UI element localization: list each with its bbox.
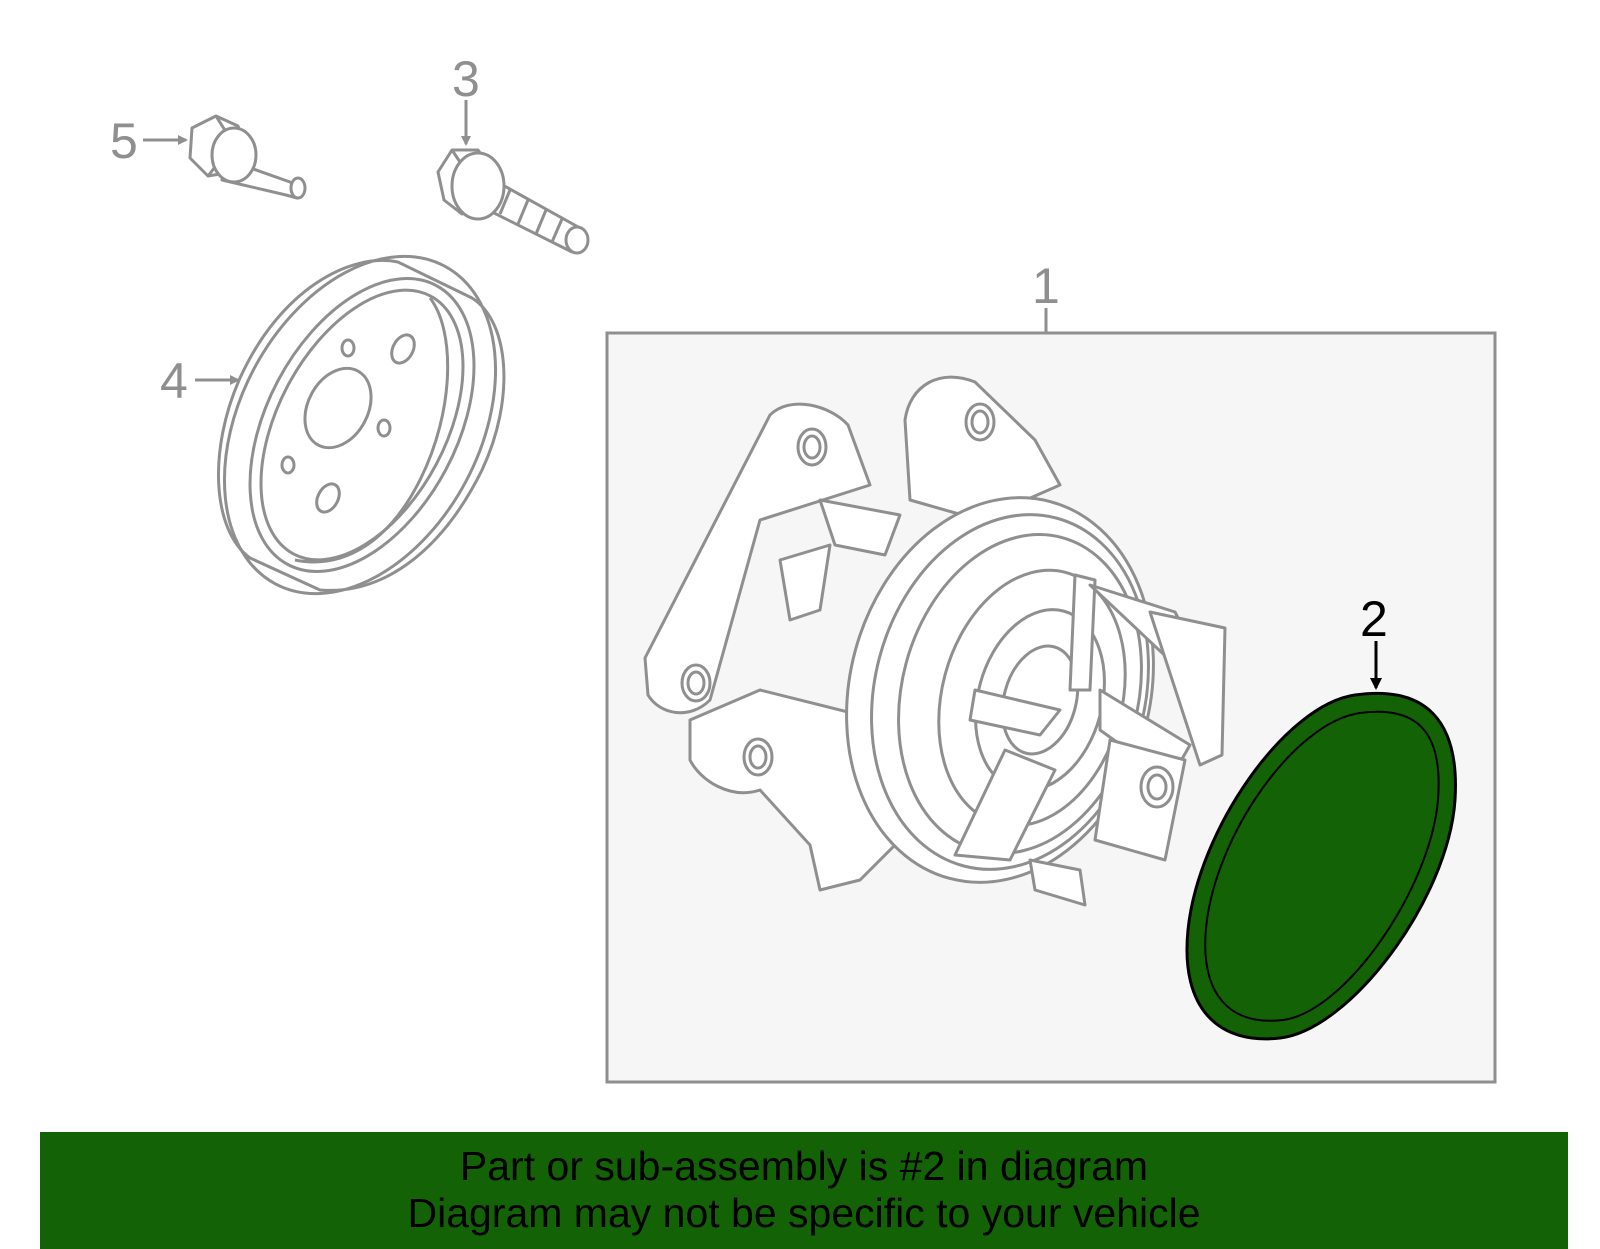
callout-1: 1: [1032, 258, 1060, 314]
banner-line-2: Diagram may not be specific to your vehi…: [407, 1190, 1201, 1236]
callout-3: 3: [452, 51, 480, 107]
callout-2: 2: [1360, 591, 1388, 647]
pulley-icon[interactable]: [170, 210, 551, 641]
water-pump-assembly-icon[interactable]: [643, 375, 1227, 917]
callout-4: 4: [160, 353, 188, 409]
info-banner: Part or sub-assembly is #2 in diagram Di…: [40, 1132, 1568, 1249]
callout-5: 5: [110, 113, 138, 169]
banner-line-1: Part or sub-assembly is #2 in diagram: [459, 1143, 1149, 1189]
flange-bolt-icon[interactable]: [436, 148, 590, 255]
stud-bolt-icon[interactable]: [188, 114, 307, 200]
gasket-icon[interactable]: [1185, 691, 1457, 1041]
